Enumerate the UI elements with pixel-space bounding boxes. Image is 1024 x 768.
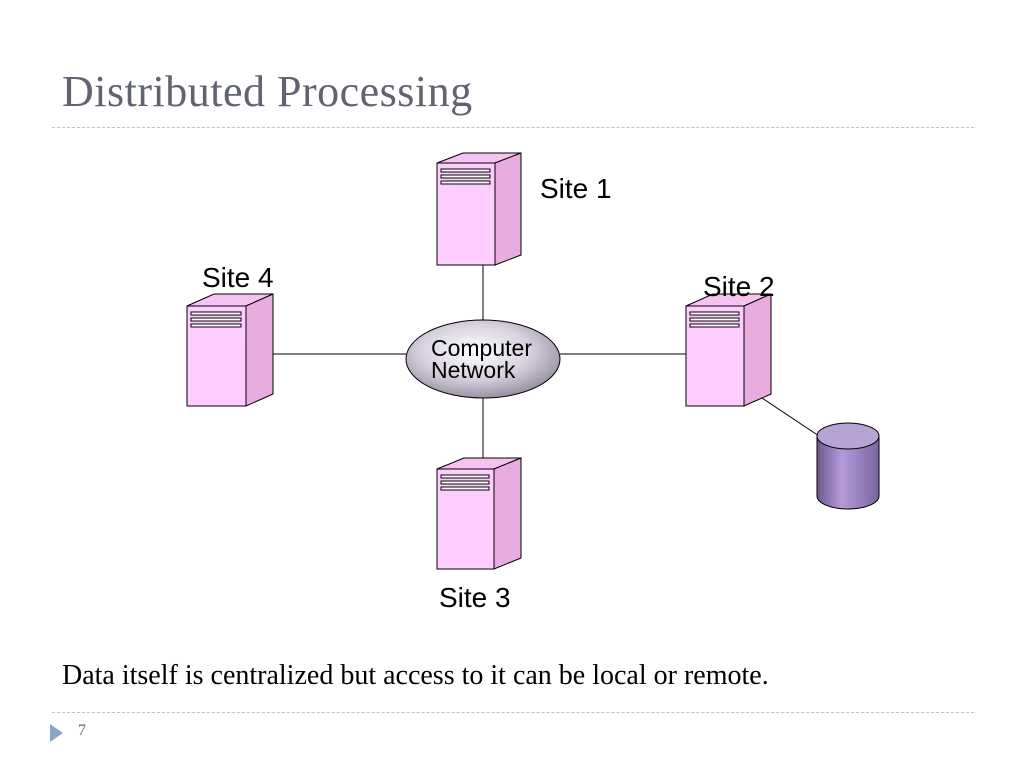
site-4-label: Site 4 [202,262,274,293]
computer-network-node [405,319,561,399]
site-1-server-icon [436,152,522,266]
slide-caption: Data itself is centralized but access to… [62,660,769,691]
link-database [761,397,823,439]
site-1-label: Site 1 [540,173,612,204]
footer-divider [52,712,974,713]
triangle-bullet-icon [50,724,63,742]
page-number: 7 [78,722,86,739]
site-2-label: Site 2 [703,271,775,302]
network-label-line-1: Computer [431,335,532,361]
database-icon [816,422,880,510]
site-3-label: Site 3 [439,582,511,613]
network-links [273,265,823,460]
slide-title: Distributed Processing [62,67,473,116]
site-3-server-icon [436,457,522,570]
site-2-server-icon [685,293,772,407]
site-4-server-icon [186,293,274,407]
network-label-line-2: Network [431,357,516,383]
title-divider [52,127,974,128]
